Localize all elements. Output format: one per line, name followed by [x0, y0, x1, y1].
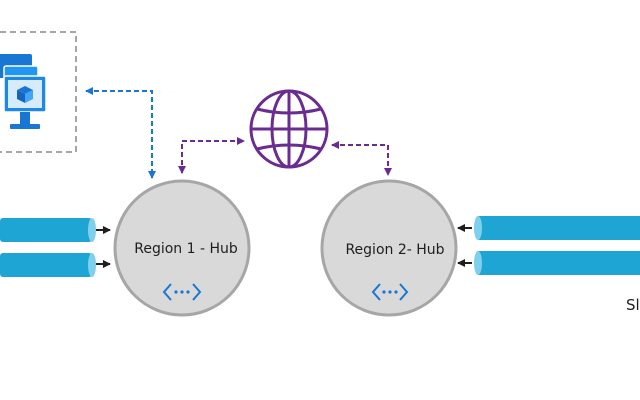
onprem-box: [0, 31, 77, 153]
spoke-label-cut: Sl: [626, 296, 640, 314]
vnet-icon: [162, 283, 202, 301]
right-spoke-pipes: [474, 216, 640, 275]
region1-hub-label: Region 1 - Hub: [134, 241, 238, 257]
region2-hub: Region 2- Hub: [320, 179, 458, 317]
region2-hub-label: Region 2- Hub: [345, 242, 444, 258]
left-spoke-pipes: [0, 218, 96, 277]
onprem-hub1-link: [85, 87, 156, 179]
internet-hub2-link: [331, 141, 392, 176]
vnet-icon: [371, 283, 409, 301]
virtual-machines-icon: [0, 54, 47, 129]
hub1-internet-link: [178, 137, 245, 174]
region1-hub: Region 1 - Hub: [113, 179, 251, 317]
globe-icon: [249, 89, 329, 169]
